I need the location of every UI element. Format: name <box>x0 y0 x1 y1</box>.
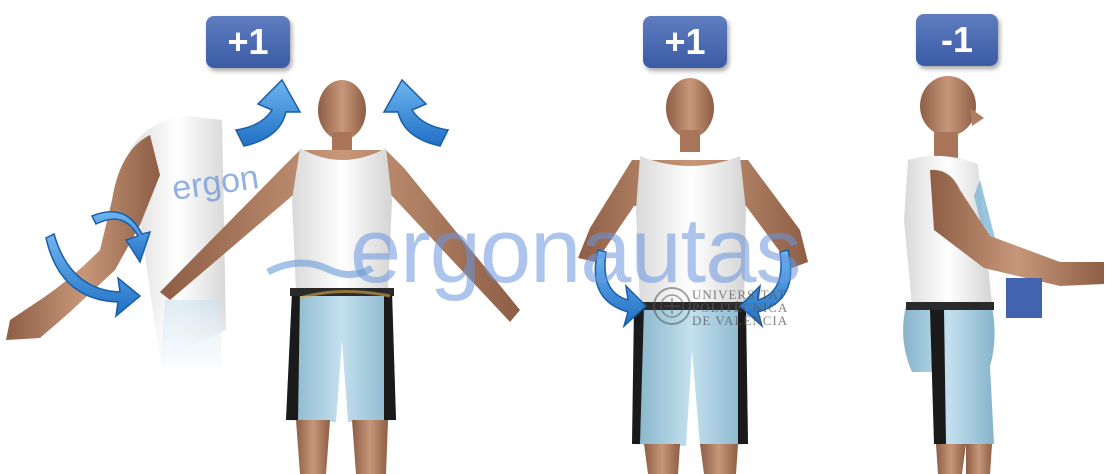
score-badge-minus-one-right: -1 <box>916 14 998 66</box>
score-badge-plus-one-left: +1 <box>206 16 290 68</box>
figure-side-arm-forward <box>903 76 1104 474</box>
arrow-up-right-icon <box>384 80 448 146</box>
watermark-ergonautas: ergonautas <box>350 205 800 297</box>
university-line-3: DE VALÈNCIA <box>692 314 788 327</box>
marker-square <box>1006 278 1042 318</box>
figure-side-arm <box>6 116 230 380</box>
university-name: UNIVERSITAT POLITÈCNICA DE VALÈNCIA <box>692 288 788 327</box>
score-badge-plus-one-center: +1 <box>643 16 727 68</box>
arrow-up-left-icon <box>236 80 300 146</box>
